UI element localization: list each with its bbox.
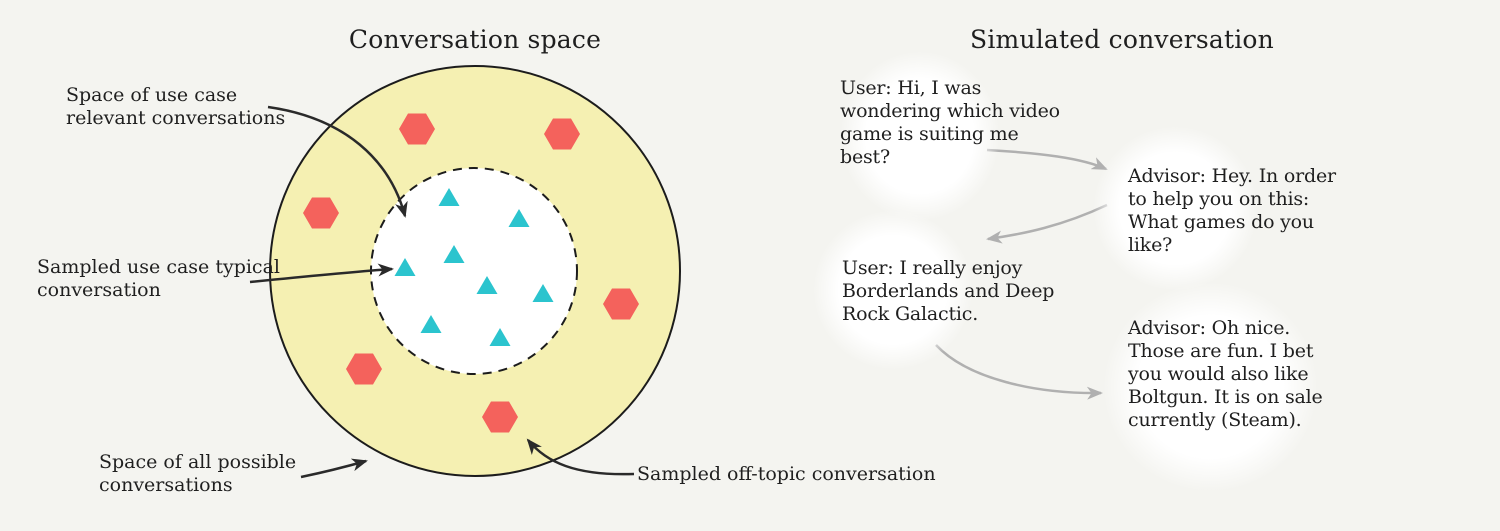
message-line: like? — [1128, 234, 1173, 256]
message-line: Borderlands and Deep — [842, 280, 1055, 302]
chat-bubble-advisor-2 — [1103, 282, 1318, 492]
message-line: What games do you — [1128, 211, 1314, 233]
label-line: Space of all possible — [99, 451, 297, 473]
label-line: Space of use case — [66, 84, 238, 106]
chat-bubble-user-1 — [840, 51, 1000, 221]
message-line: currently (Steam). — [1128, 409, 1302, 431]
hexagon-marker — [303, 197, 339, 229]
chat-message-advisor-1: Advisor: Hey. In order to help you on th… — [1128, 165, 1336, 257]
chat-message-user-2: User: I really enjoy Borderlands and Dee… — [842, 257, 1054, 326]
label-line: Sampled off-topic conversation — [637, 463, 936, 485]
arrow-typical-label-to-triangle — [249, 263, 394, 284]
right-panel-title: Simulated conversation — [970, 25, 1274, 54]
label-line: conversations — [99, 474, 233, 496]
label-sampled-offtopic-conversation: Sampled off-topic conversation — [637, 463, 936, 486]
chat-message-advisor-2: Advisor: Oh nice. Those are fun. I bet y… — [1128, 317, 1323, 432]
chat-message-user-1: User: Hi, I was wondering which video ga… — [840, 77, 1060, 169]
message-line: to help you on this: — [1128, 188, 1310, 210]
message-line: Rock Galactic. — [842, 303, 979, 325]
message-line: Boltgun. It is on sale — [1128, 386, 1323, 408]
chat-bubble-user-2 — [813, 210, 973, 370]
message-line: Those are fun. I bet — [1128, 340, 1314, 362]
arrow-all-label-to-outer-circle — [300, 458, 368, 479]
message-line: game is suiting me — [840, 123, 1019, 145]
chat-bubble-advisor-1 — [1093, 126, 1258, 291]
label-line: relevant conversations — [66, 107, 286, 129]
label-line: Sampled use case typical — [37, 256, 280, 278]
label-line: conversation — [37, 279, 161, 301]
message-line: User: Hi, I was — [840, 77, 982, 99]
message-line: Advisor: Hey. In order — [1128, 165, 1336, 187]
message-line: best? — [840, 146, 890, 168]
message-line: wondering which video — [840, 100, 1060, 122]
arrow-advisor1-to-user2 — [986, 203, 1108, 244]
message-line: you would also like — [1128, 363, 1309, 385]
arrow-relevant-label-to-inner-circle — [267, 105, 408, 218]
label-relevant-conversations: Space of use case relevant conversations — [66, 84, 285, 130]
message-line: Advisor: Oh nice. — [1128, 317, 1291, 339]
left-panel-title: Conversation space — [348, 25, 602, 54]
arrow-offtopic-label-to-hexagon — [526, 438, 635, 476]
label-all-possible-conversations: Space of all possible conversations — [99, 451, 296, 497]
label-sampled-typical-conversation: Sampled use case typical conversation — [37, 256, 280, 302]
message-line: User: I really enjoy — [842, 257, 1023, 279]
